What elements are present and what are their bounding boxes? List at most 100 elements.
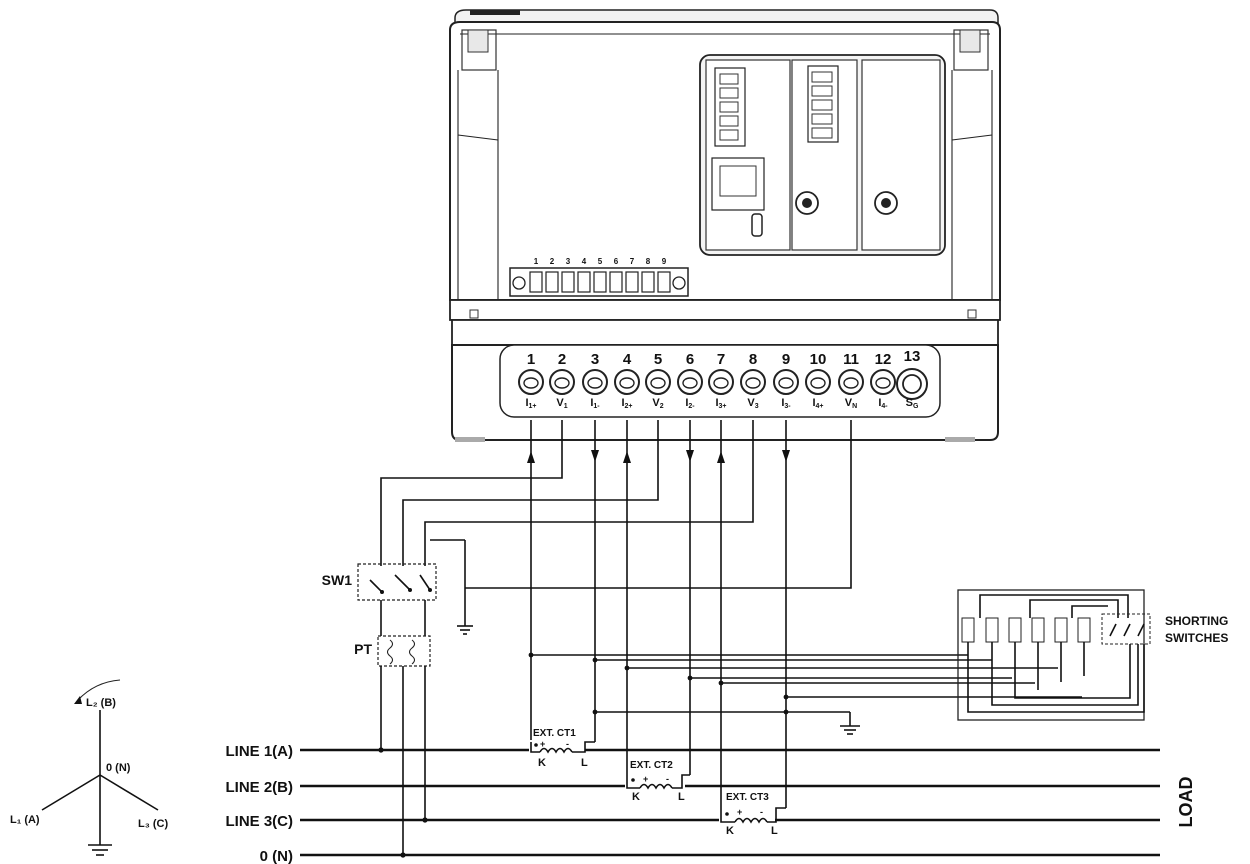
terminal-number: 10 [810, 351, 827, 368]
shorting-switches-label-1: SHORTING [1165, 614, 1228, 628]
option-terminal: 5 [593, 257, 607, 293]
ct1-plus: + [540, 739, 545, 749]
terminal-5: 5V2 [645, 351, 671, 410]
terminal-screw-slot [587, 377, 603, 389]
main-terminal-block: 1I1+2V13I1-4I2+5V26I2-7I3+8V39I3-10I4+11… [518, 348, 928, 410]
terminal-screw-slot [650, 377, 666, 389]
terminal-signal: I3- [781, 397, 791, 410]
ct3-minus: - [760, 807, 763, 817]
terminal-number: 6 [686, 351, 694, 368]
option-terminal-slot [561, 271, 575, 293]
option-terminal-number: 2 [550, 257, 555, 266]
sw1-label: SW1 [322, 572, 353, 588]
option-terminal-number: 4 [582, 257, 587, 266]
terminal-signal: V2 [652, 397, 663, 410]
terminal-signal: I1+ [525, 397, 536, 410]
ct1-label: EXT. CT1 [533, 728, 576, 739]
terminal-7: 7I3+ [708, 351, 734, 410]
terminal-2: 2V1 [549, 351, 575, 410]
option-terminal-number: 1 [534, 257, 539, 266]
ct3-k-label: K [726, 825, 734, 837]
option-terminal: 3 [561, 257, 575, 293]
option-terminal-slot [609, 271, 623, 293]
option-terminal: 9 [657, 257, 671, 293]
terminal-signal: I4+ [812, 397, 823, 410]
option-terminal-slot [577, 271, 591, 293]
ct2-l-label: L [678, 791, 685, 803]
terminal-number: 2 [558, 351, 566, 368]
phasor-l3-label: L₃ (C) [138, 818, 168, 830]
terminal-number: 5 [654, 351, 662, 368]
terminal-screw-slot [843, 377, 859, 389]
option-terminal-number: 8 [646, 257, 651, 266]
line-1-label: LINE 1(A) [226, 743, 294, 760]
terminal-number: 7 [717, 351, 725, 368]
line-3-label: LINE 3(C) [226, 813, 294, 830]
pt-label: PT [354, 641, 372, 657]
terminal-screw-slot [778, 377, 794, 389]
option-terminal: 7 [625, 257, 639, 293]
option-terminal-number: 7 [630, 257, 635, 266]
ct2-k-label: K [632, 791, 640, 803]
terminal-signal: V3 [747, 397, 758, 410]
terminal-number: 8 [749, 351, 757, 368]
wiring [41, 420, 1160, 858]
neutral-line-label: 0 (N) [260, 848, 293, 864]
terminal-signal: I2- [685, 397, 695, 410]
option-terminal-slot [529, 271, 543, 293]
terminal-screw-slot [554, 377, 570, 389]
terminal-screw-slot [745, 377, 761, 389]
option-terminal-slot [657, 271, 671, 293]
line-2-label: LINE 2(B) [226, 779, 294, 796]
terminal-signal: I1- [590, 397, 600, 410]
phasor-l1-label: L₁ (A) [10, 814, 40, 826]
ct1-l-label: L [581, 757, 588, 769]
option-terminal: 8 [641, 257, 655, 293]
option-terminal: 2 [545, 257, 559, 293]
shorting-switch-block [957, 589, 1151, 721]
terminal-signal: V1 [556, 397, 567, 410]
terminal-signal: I3+ [715, 397, 726, 410]
terminal-screw-slot [682, 377, 698, 389]
option-terminal-slot [593, 271, 607, 293]
option-terminal-number: 5 [598, 257, 603, 266]
terminal-signal: I4- [878, 397, 888, 410]
option-terminal: 1 [529, 257, 543, 293]
terminal-number: 13 [904, 348, 921, 365]
ct3-plus: + [737, 807, 742, 817]
option-terminal-number: 3 [566, 257, 571, 266]
terminal-number: 11 [843, 351, 859, 368]
ct1-minus: - [566, 739, 569, 749]
terminal-screw-slot [810, 377, 826, 389]
terminal-screw-slot [875, 377, 891, 389]
terminal-number: 3 [591, 351, 599, 368]
terminal-6: 6I2- [677, 351, 703, 410]
terminal-number: 1 [527, 351, 535, 368]
terminal-9: 9I3- [773, 351, 799, 410]
phasor-diagram [41, 679, 159, 856]
option-terminal: 6 [609, 257, 623, 293]
option-terminal: 4 [577, 257, 591, 293]
phasor-l2-label: L₂ (B) [86, 697, 116, 709]
terminal-number: 12 [875, 351, 892, 368]
terminal-screw-slot [619, 377, 635, 389]
ct2-plus: + [643, 774, 648, 784]
terminal-signal: I2+ [621, 397, 632, 410]
ct2-minus: - [666, 774, 669, 784]
terminal-number: 4 [623, 351, 632, 368]
terminal-1: 1I1+ [518, 351, 544, 410]
terminal-screw-slot [523, 377, 539, 389]
terminal-screw-slot [713, 377, 729, 389]
ground-terminal-inner [902, 374, 922, 394]
shorting-switches-label-2: SWITCHES [1165, 631, 1228, 645]
option-terminal-slot [625, 271, 639, 293]
ct3-l-label: L [771, 825, 778, 837]
ct3-label: EXT. CT3 [726, 792, 769, 803]
ct1-k-label: K [538, 757, 546, 769]
